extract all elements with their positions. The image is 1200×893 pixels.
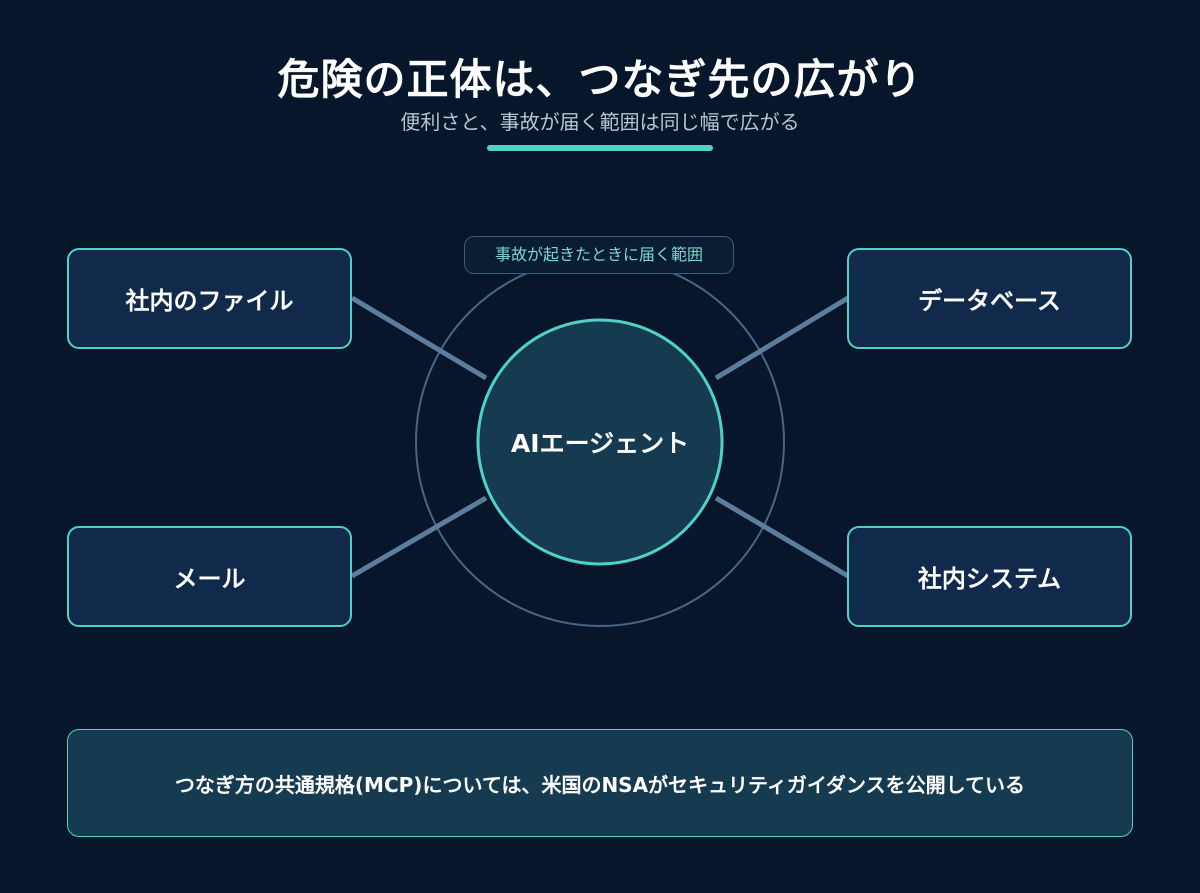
connector-system	[714, 495, 850, 579]
footer-note-box: つなぎ方の共通規格(MCP)については、米国のNSAがセキュリティガイダンスを公…	[67, 729, 1133, 837]
node-database-label: データベース	[918, 287, 1061, 315]
title-accent-bar	[487, 145, 713, 151]
node-internal-files: 社内のファイル	[67, 248, 352, 349]
footer-note-text: つなぎ方の共通規格(MCP)については、米国のNSAがセキュリティガイダンスを公…	[174, 772, 1026, 797]
node-internal-files-label: 社内のファイル	[125, 287, 294, 315]
ai-agent-label: AIエージェント	[510, 429, 690, 458]
page-title: 危険の正体は、つなぎ先の広がり	[277, 55, 923, 104]
node-mail: メール	[67, 526, 352, 627]
page-subtitle: 便利さと、事故が届く範囲は同じ幅で広がる	[400, 110, 800, 134]
impact-range-label: 事故が起きたときに届く範囲	[464, 236, 734, 274]
agent-circle	[476, 318, 724, 566]
node-mail-label: メール	[173, 565, 246, 593]
connector-files	[350, 295, 488, 381]
node-internal-system-label: 社内システム	[917, 565, 1062, 593]
connector-mail	[350, 495, 488, 579]
node-database: データベース	[847, 248, 1132, 349]
connector-database	[714, 295, 850, 381]
node-internal-system: 社内システム	[847, 526, 1132, 627]
